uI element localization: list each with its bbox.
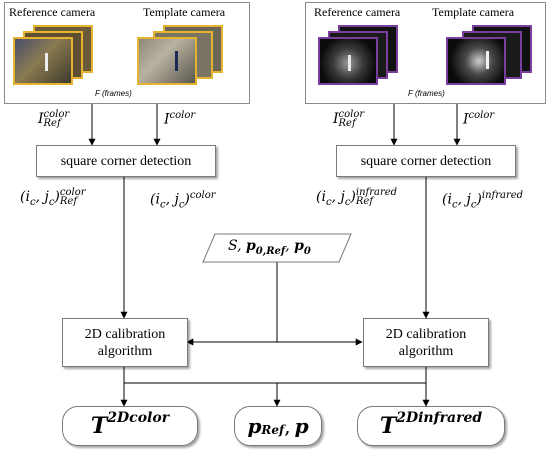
right-tpl-image-label: Icolor	[463, 110, 495, 128]
left-calibration-line2: algorithm	[97, 343, 153, 359]
right-calibration-line2: algorithm	[398, 343, 454, 359]
left-camera-panel: Reference camera Template camera F (fram…	[4, 2, 250, 104]
left-tpl-image-label: Icolor	[164, 110, 196, 128]
left-reference-frame-stack	[11, 25, 93, 85]
person-figure-icon	[486, 51, 489, 69]
right-calibration-line1: 2D calibration	[385, 326, 467, 342]
right-tpl-corners-label: (ic, jc)infrared	[442, 190, 524, 211]
right-detection-label: square corner detection	[360, 153, 492, 169]
person-figure-icon	[45, 53, 48, 71]
left-calibration-line1: 2D calibration	[84, 326, 166, 342]
left-detection-label: square corner detection	[60, 153, 192, 169]
right-camera-panel: Reference camera Template camera F (fram…	[305, 2, 546, 104]
right-2d-calibration-box: 2D calibration algorithm	[363, 318, 489, 367]
right-template-camera-label: Template camera	[432, 5, 515, 19]
left-frames-label: F (frames)	[95, 89, 132, 98]
person-figure-icon	[175, 51, 178, 71]
params-label: S, p0,Ref, p0	[228, 238, 311, 257]
right-square-corner-detection-box: square corner detection	[336, 145, 516, 177]
right-frames-label: F (frames)	[408, 89, 445, 98]
left-2d-calibration-box: 2D calibration algorithm	[62, 318, 188, 367]
right-template-frame-stack	[442, 25, 532, 85]
left-template-camera-label: Template camera	[143, 5, 226, 19]
params-parallelogram	[202, 233, 352, 263]
left-template-frame-stack	[133, 25, 223, 85]
left-tpl-corners-label: (ic, jc)color	[150, 190, 216, 211]
left-reference-camera-label: Reference camera	[9, 5, 96, 19]
person-figure-icon	[348, 55, 351, 71]
right-reference-frame-stack	[316, 25, 398, 85]
left-square-corner-detection-box: square corner detection	[36, 145, 216, 177]
right-reference-camera-label: Reference camera	[314, 5, 401, 19]
